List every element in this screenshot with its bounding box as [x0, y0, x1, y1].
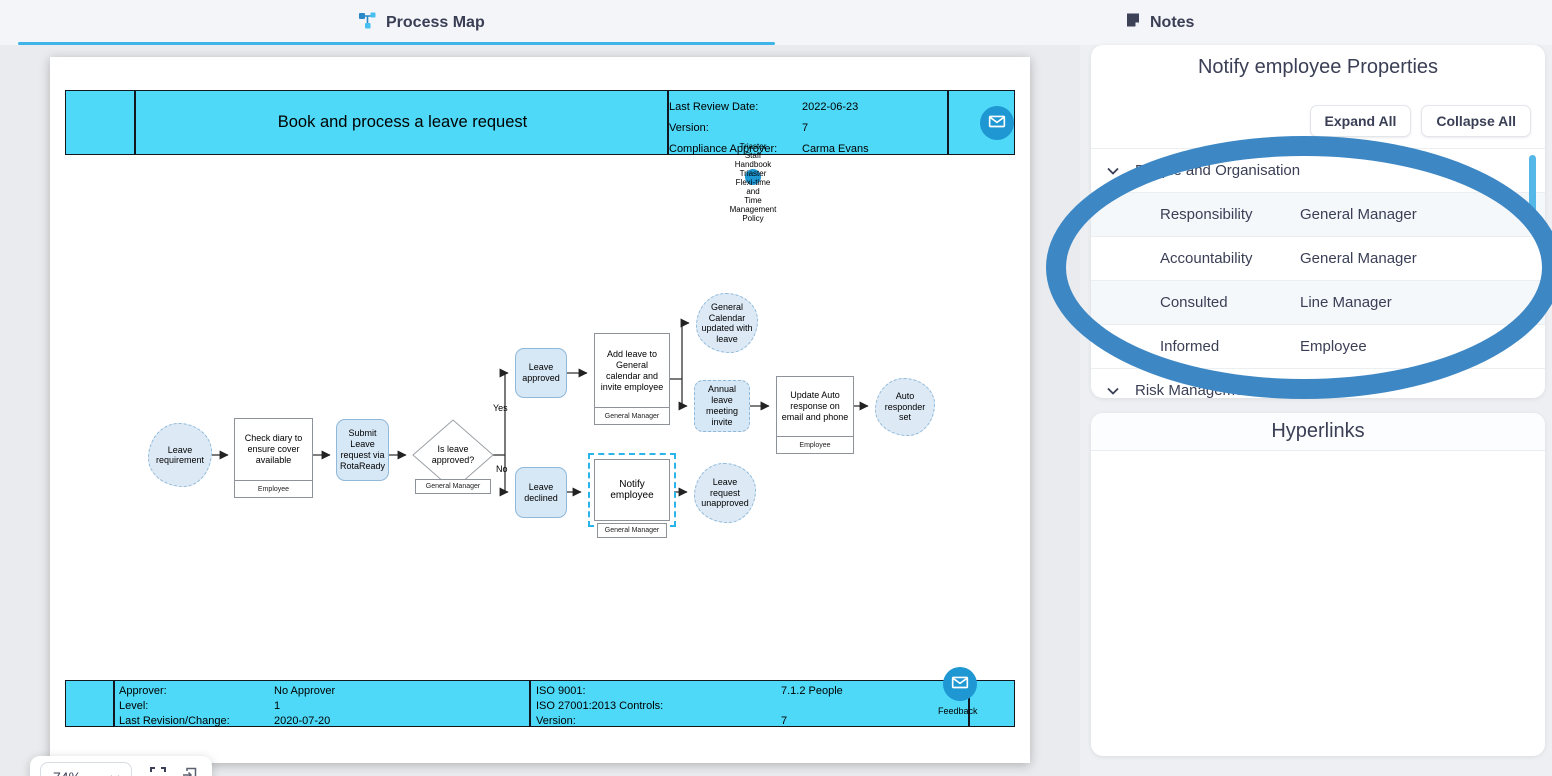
feedback-label: Feedback: [938, 706, 978, 716]
field-label: Version:: [669, 122, 709, 134]
tab-notes-label: Notes: [1150, 13, 1195, 31]
active-tab-underline: [18, 42, 775, 45]
node-auto-responder-set[interactable]: Auto responder set: [875, 378, 935, 436]
node-leave-request-unapproved[interactable]: Leave request unapproved: [694, 463, 756, 523]
property-row[interactable]: Informed Employee: [1091, 324, 1545, 368]
field-value: 2022-06-23: [802, 101, 859, 113]
node-general-calendar-updated[interactable]: General Calendar updated with leave: [696, 293, 758, 353]
map-header-fields: Last Review Date: 2022-06-23 Version: 7 Co…: [669, 97, 949, 160]
hyperlink-label-flexitime-policy[interactable]: Triaster Flexi-time and Time Management …: [729, 169, 777, 223]
collapse-all-button[interactable]: Collapse All: [1421, 105, 1531, 137]
export-page-icon: [180, 765, 200, 776]
node-leave-approved[interactable]: Leave approved: [515, 348, 567, 398]
tab-bar: Process Map Notes: [0, 0, 1552, 45]
node-submit-leave-request[interactable]: Submit Leave request via RotaReady: [336, 419, 389, 481]
tab-process-map[interactable]: Process Map: [358, 0, 485, 45]
edge-label-yes: Yes: [493, 403, 508, 413]
node-leave-requirement[interactable]: Leave requirement: [148, 423, 212, 487]
process-map-page: Book and process a leave request Last Re…: [50, 57, 1030, 763]
map-canvas[interactable]: Book and process a leave request Last Re…: [0, 45, 1080, 776]
node-role-label: General Manager: [415, 479, 491, 494]
node-role-label: Employee: [235, 480, 312, 497]
node-is-leave-approved[interactable]: Is leave approved?: [431, 444, 475, 465]
flow-connectors: [212, 318, 869, 497]
node-role-label: General Manager: [595, 407, 669, 424]
hyperlink-label-staff-handbook[interactable]: Triaster Staff Handbook: [734, 142, 772, 169]
hyperlinks-panel-title: Hyperlinks: [1091, 413, 1545, 451]
zoom-level-value: 74%: [53, 769, 81, 776]
zoom-toolbar: 74%: [30, 756, 212, 776]
field-value: Carma Evans: [802, 143, 869, 155]
node-leave-declined[interactable]: Leave declined: [515, 467, 567, 518]
envelope-icon: [986, 110, 1008, 137]
field-value: 7: [802, 122, 809, 134]
properties-panel: Notify employee Properties Expand All Co…: [1091, 45, 1545, 398]
map-footer-right-fields: ISO 9001:7.1.2 People ISO 27001:2013 Con…: [536, 685, 843, 727]
tab-process-map-label: Process Map: [386, 13, 485, 31]
property-row[interactable]: Accountability General Manager: [1091, 236, 1545, 280]
field-label: Compliance Approver:: [669, 143, 778, 155]
feedback-envelope-button-bottom[interactable]: [943, 667, 977, 701]
hyperlink-dot-icon: [745, 169, 761, 185]
property-row[interactable]: Responsibility General Manager: [1091, 192, 1545, 236]
edge-label-no: No: [496, 464, 508, 474]
properties-list: People and Organisation Responsibility G…: [1091, 148, 1545, 398]
chevron-down-icon: [1105, 383, 1121, 399]
chevron-down-icon: [1105, 163, 1121, 179]
node-update-auto-response[interactable]: Update Auto response on email and phone …: [776, 376, 854, 454]
zoom-level-select[interactable]: 74%: [40, 762, 132, 776]
properties-panel-title: Notify employee Properties: [1197, 56, 1439, 78]
map-header-bar: Book and process a leave request Last Re…: [65, 90, 1015, 155]
node-role-label: Employee: [777, 436, 853, 453]
chevron-down-icon: [109, 769, 121, 776]
map-footer-bar: Approver:No Approver Level:1 Last Revisi…: [65, 680, 1015, 727]
map-footer-left-fields: Approver:No Approver Level:1 Last Revisi…: [119, 685, 336, 727]
map-title: Book and process a leave request: [277, 113, 528, 131]
field-label: Last Review Date:: [669, 101, 759, 113]
export-page-button[interactable]: [176, 763, 204, 776]
fullscreen-icon: [148, 765, 168, 776]
node-notify-employee[interactable]: Notify employee: [594, 459, 670, 521]
hyperlinks-panel: Hyperlinks: [1091, 413, 1545, 756]
section-risk-management[interactable]: Risk Management: [1091, 368, 1545, 398]
node-check-diary[interactable]: Check diary to ensure cover available Em…: [234, 418, 313, 498]
envelope-icon: [949, 671, 971, 698]
node-role-label: General Manager: [597, 523, 667, 538]
node-add-leave-to-calendar[interactable]: Add leave to General calendar and invite…: [594, 333, 670, 425]
tab-notes[interactable]: Notes: [1125, 0, 1194, 45]
properties-scrollbar[interactable]: [1529, 155, 1536, 221]
section-people-and-organisation[interactable]: People and Organisation: [1091, 148, 1545, 192]
node-annual-leave-invite[interactable]: Annual leave meeting invite: [694, 380, 750, 432]
feedback-envelope-button-top[interactable]: [980, 106, 1014, 140]
property-row[interactable]: Consulted Line Manager: [1091, 280, 1545, 324]
fit-to-screen-button[interactable]: [144, 763, 172, 776]
notes-icon: [1125, 12, 1141, 33]
process-map-icon: [358, 11, 377, 35]
expand-all-button[interactable]: Expand All: [1309, 105, 1412, 137]
